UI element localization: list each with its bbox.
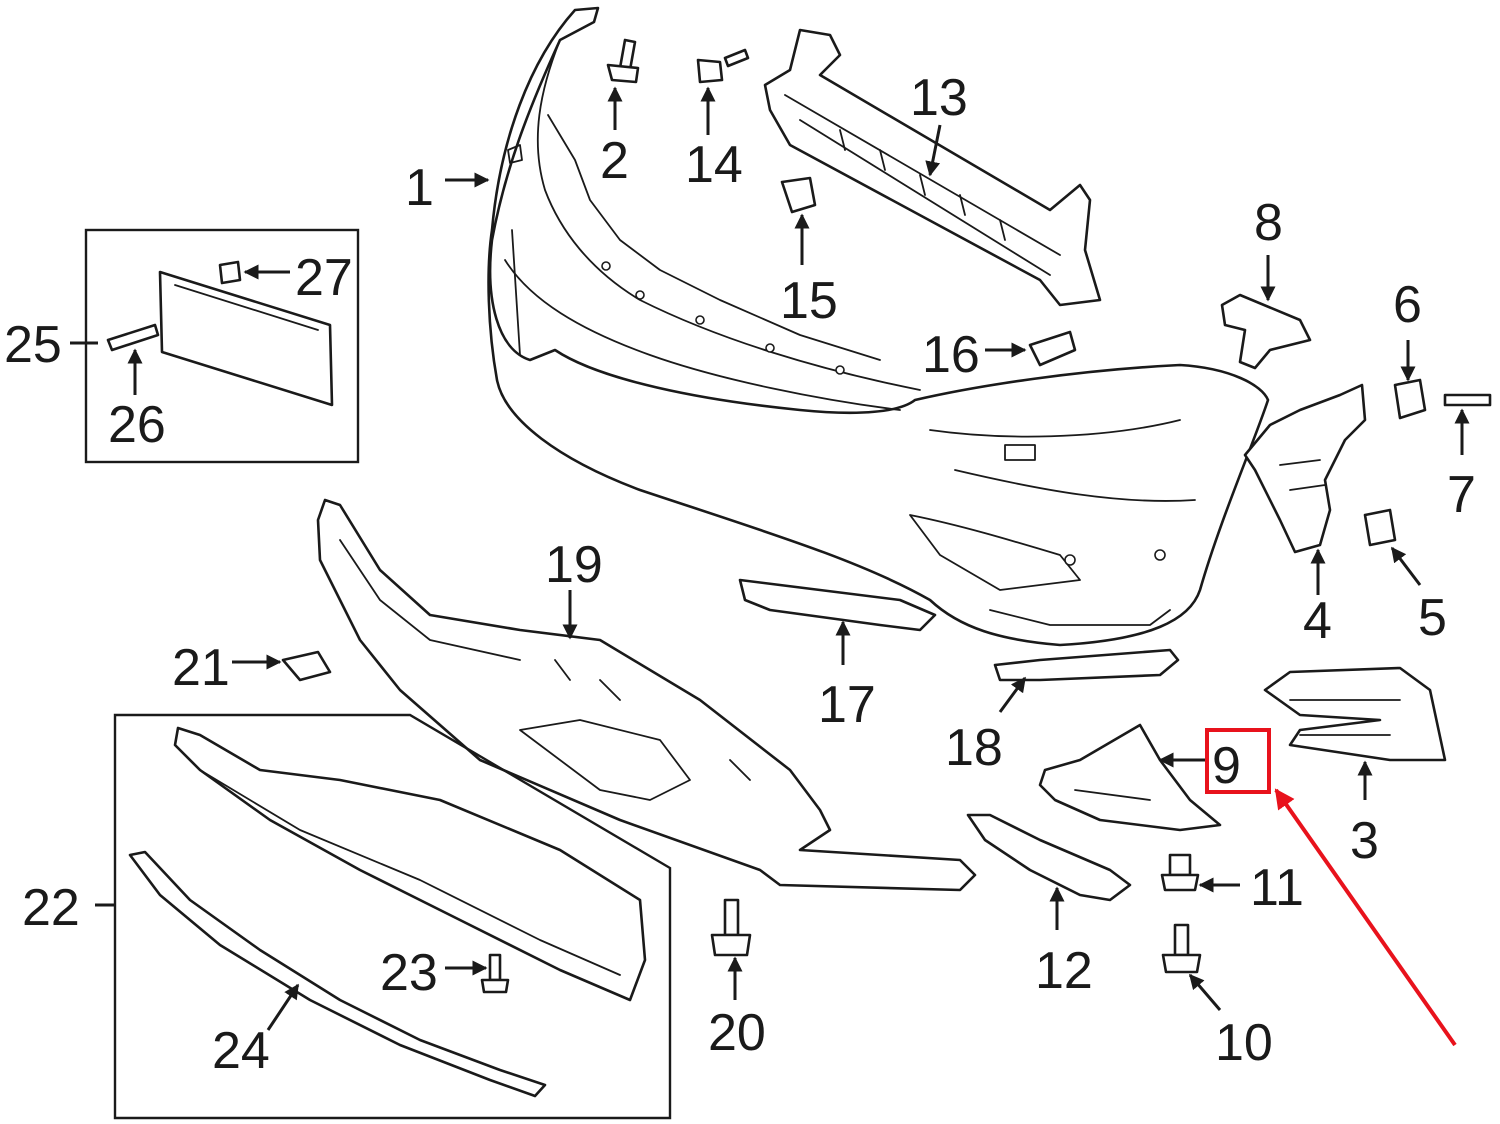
trim-18 <box>993 648 1180 682</box>
clip-6 <box>1393 378 1427 420</box>
highlight-box <box>1205 728 1271 794</box>
callout-1: 1 <box>405 159 434 217</box>
highlight-arrow <box>1274 788 1457 1047</box>
callout-2: 2 <box>600 132 629 190</box>
leader-lines <box>70 86 1470 1031</box>
fastener-11 <box>1160 853 1200 892</box>
bolt-10 <box>1161 923 1202 974</box>
callout-4: 4 <box>1303 592 1332 650</box>
clip-21 <box>281 650 332 682</box>
trim-17 <box>738 578 937 632</box>
callout-7: 7 <box>1447 466 1476 524</box>
callout-12: 12 <box>1035 942 1093 1000</box>
grille-insert-3 <box>1263 666 1447 762</box>
callout-13: 13 <box>910 69 968 127</box>
callout-8: 8 <box>1254 194 1283 252</box>
callout-22: 22 <box>22 879 80 937</box>
callout-21: 21 <box>172 639 230 697</box>
bolt-20 <box>710 898 752 957</box>
callout-18: 18 <box>945 719 1003 777</box>
highlight-annotation <box>1205 728 1457 1047</box>
callout-16: 16 <box>922 326 980 384</box>
callout-19: 19 <box>545 536 603 594</box>
trim-12 <box>966 813 1132 902</box>
bolt-14 <box>696 48 750 84</box>
callout-26: 26 <box>108 396 166 454</box>
nut-15 <box>780 176 817 214</box>
plate-bracket-group <box>84 228 360 464</box>
bracket-4 <box>1243 383 1367 554</box>
callout-25: 25 <box>4 316 62 374</box>
lower-spoiler-19 <box>316 498 977 892</box>
callout-9: 9 <box>1212 737 1241 795</box>
callout-11: 11 <box>1250 859 1304 917</box>
callout-labels: 1 2 14 13 15 16 8 6 7 4 5 3 9 11 10 12 1… <box>4 69 1476 1080</box>
callout-24: 24 <box>212 1022 270 1080</box>
lower-valance-group <box>113 713 672 1120</box>
callout-6: 6 <box>1393 276 1422 334</box>
callout-10: 10 <box>1215 1014 1273 1072</box>
clip-5 <box>1363 508 1397 547</box>
screw-7 <box>1443 393 1492 407</box>
callout-20: 20 <box>708 1004 766 1062</box>
bolt-2 <box>606 38 640 84</box>
cap-16 <box>1028 330 1077 367</box>
callout-27: 27 <box>295 249 353 307</box>
bumper-cover <box>487 6 1270 647</box>
callout-17: 17 <box>818 676 876 734</box>
callout-15: 15 <box>780 272 838 330</box>
callout-14: 14 <box>685 136 743 194</box>
bracket-8 <box>1220 293 1312 370</box>
callout-23: 23 <box>380 944 438 1002</box>
corner-bracket-9 <box>1038 723 1222 832</box>
callout-5: 5 <box>1418 589 1447 647</box>
callout-3: 3 <box>1350 812 1379 870</box>
